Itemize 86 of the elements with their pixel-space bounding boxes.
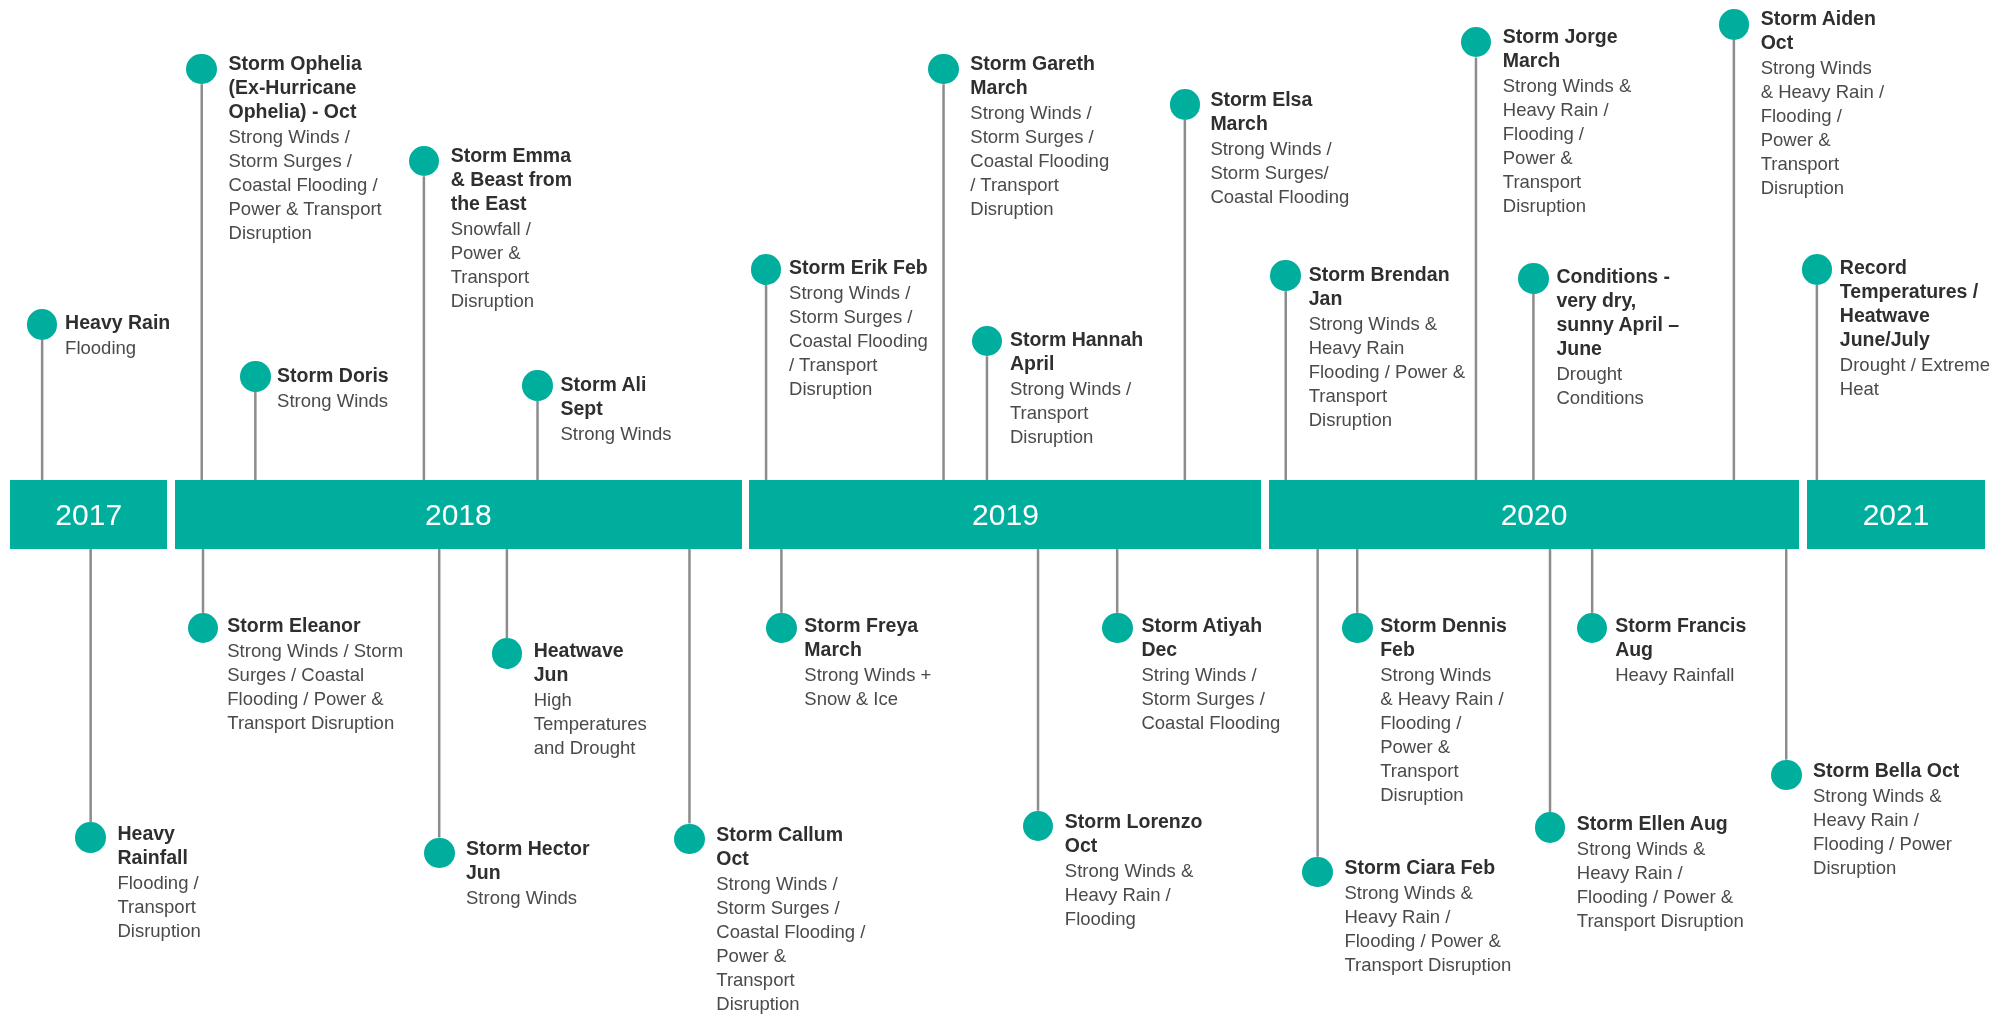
event-description: Strong Winds & Heavy Rain / Flooding / Power & Transport Disruption xyxy=(1760,56,1886,201)
event-title: Storm Ciara Feb xyxy=(1344,855,1497,880)
connector-line xyxy=(1532,293,1535,481)
connector-line xyxy=(536,400,539,481)
event-title: Storm Lorenzo Oct xyxy=(1064,809,1204,858)
event-description: Strong Winds & Heavy Rain / Flooding / Power & Transport Disruption xyxy=(1380,662,1505,807)
connector-line xyxy=(254,391,257,481)
event-description: Strong Winds & Heavy Rain / Flooding / Power & Transport Disruption xyxy=(1576,836,1745,933)
connector-line xyxy=(1815,284,1819,481)
connector-line xyxy=(942,84,945,481)
event-description: Strong Winds + Snow & Ice xyxy=(804,662,933,711)
event-description: Strong Winds / Storm Surges / Coastal Flooding / Transport Disruption xyxy=(789,281,929,402)
event-description: Strong Winds & Heavy Rain / Flooding / Power & Transport Disruption xyxy=(1344,881,1513,978)
event-description: High Temperatures and Drought xyxy=(533,688,648,761)
event-description: Heavy Rainfall xyxy=(1615,662,1736,687)
year-band: 2020 xyxy=(1269,480,1799,549)
connector-line xyxy=(688,549,691,824)
event-description: Strong Winds & Heavy Rain Flooding / Power & Transport Disruption xyxy=(1308,311,1466,432)
event-title: Storm Eleanor xyxy=(227,612,362,637)
event-title: Storm Gareth March xyxy=(970,51,1096,100)
event-title: Storm Francis Aug xyxy=(1615,612,1748,661)
event-title: Storm Callum Oct xyxy=(716,822,845,871)
connector-line xyxy=(1284,291,1287,481)
connector-line xyxy=(1183,120,1187,481)
year-band: 2017 xyxy=(10,480,168,549)
connector-line xyxy=(437,549,441,838)
event-description: Strong Winds / Storm Surges / Coastal Flooding / Power & Transport Disruption xyxy=(716,872,867,1017)
year-band: 2021 xyxy=(1806,480,1986,549)
event-title: Storm Dennis Feb xyxy=(1380,612,1508,661)
connector-line xyxy=(1548,549,1552,813)
event-title: Storm Brendan Jan xyxy=(1308,261,1451,310)
event-title: Storm Jorge March xyxy=(1502,24,1619,73)
event-title: Storm Ophelia (Ex-Hurricane Ophelia) - Oct xyxy=(228,51,363,124)
connector-line xyxy=(201,549,205,613)
event-title: Record Temperatures / Heatwave June/July xyxy=(1839,255,1980,352)
event-title: Heatwave Jun xyxy=(533,638,625,687)
event-title: Storm Bella Oct xyxy=(1813,758,1961,783)
event-description: Strong Winds / Transport Disruption xyxy=(1009,376,1133,449)
event-title: Storm Freya March xyxy=(804,612,920,661)
connector-line xyxy=(200,84,203,481)
event-description: Strong Winds / Storm Surges/ Coastal Flooding xyxy=(1210,136,1351,209)
event-description: Drought / Extreme Heat xyxy=(1839,353,1991,402)
event-description: Strong Winds / Storm Surges / Coastal Flooding / Transport Disruption xyxy=(970,101,1111,222)
event-description: Strong Winds & Heavy Rain / Flooding / Power & Transport Disruption xyxy=(1502,74,1633,219)
connector-line xyxy=(985,356,989,481)
event-title: Storm Erik Feb xyxy=(789,255,929,280)
connector-line xyxy=(1474,57,1478,481)
connector-line xyxy=(89,549,92,823)
event-description: Strong Winds xyxy=(560,421,673,446)
year-band: 2018 xyxy=(174,480,742,549)
event-description: Snowfall / Power & Transport Disruption xyxy=(450,217,535,313)
event-description: Strong Winds & Heavy Rain / Flooding / Power Disruption xyxy=(1813,784,1953,881)
event-description: String Winds / Storm Surges / Coastal Flooding xyxy=(1141,662,1282,735)
event-description: Strong Winds xyxy=(466,886,579,911)
connector-line xyxy=(780,549,783,613)
connector-line xyxy=(505,549,509,639)
event-title: Storm Atiyah Dec xyxy=(1141,612,1264,661)
event-description: Strong Winds / Storm Surges / Coastal Flooding / Power & Transport Disruption xyxy=(227,638,405,735)
event-description: Flooding / Transport Disruption xyxy=(117,871,202,943)
year-band: 2019 xyxy=(749,480,1262,549)
event-description: Strong Winds xyxy=(277,388,390,413)
event-title: Storm Hector Jun xyxy=(466,836,591,885)
connector-line xyxy=(1784,549,1788,760)
connector-line xyxy=(1355,549,1359,613)
connector-line xyxy=(1590,549,1594,613)
event-title: Storm Emma & Beast from the East xyxy=(450,143,574,215)
connector-line xyxy=(1036,549,1040,811)
event-title: Storm Hannah April xyxy=(1009,326,1145,375)
event-title: Heavy Rain xyxy=(65,310,172,335)
event-title: Storm Ellen Aug xyxy=(1576,810,1729,835)
connector-line xyxy=(1732,39,1736,481)
event-title: Storm Aiden Oct xyxy=(1760,6,1877,55)
connector-line xyxy=(1316,549,1319,857)
connector-line xyxy=(1115,549,1119,613)
event-title: Storm Doris xyxy=(277,362,390,387)
event-title: Storm Ali Sept xyxy=(560,371,648,420)
connector-line xyxy=(764,284,768,481)
connector-line xyxy=(40,339,44,481)
event-description: Strong Winds & Heavy Rain / Flooding xyxy=(1064,859,1195,932)
event-title: Conditions -very dry, sunny April – June xyxy=(1556,264,1681,361)
event-description: Strong Winds / Storm Surges / Coastal Flooding / Power & Transport Disruption xyxy=(228,125,383,246)
connector-line xyxy=(422,176,426,481)
event-description: Flooding xyxy=(65,336,138,361)
event-title: Heavy Rainfall xyxy=(117,821,189,869)
event-description: Drought Conditions xyxy=(1556,362,1645,411)
event-title: Storm Elsa March xyxy=(1210,86,1314,135)
